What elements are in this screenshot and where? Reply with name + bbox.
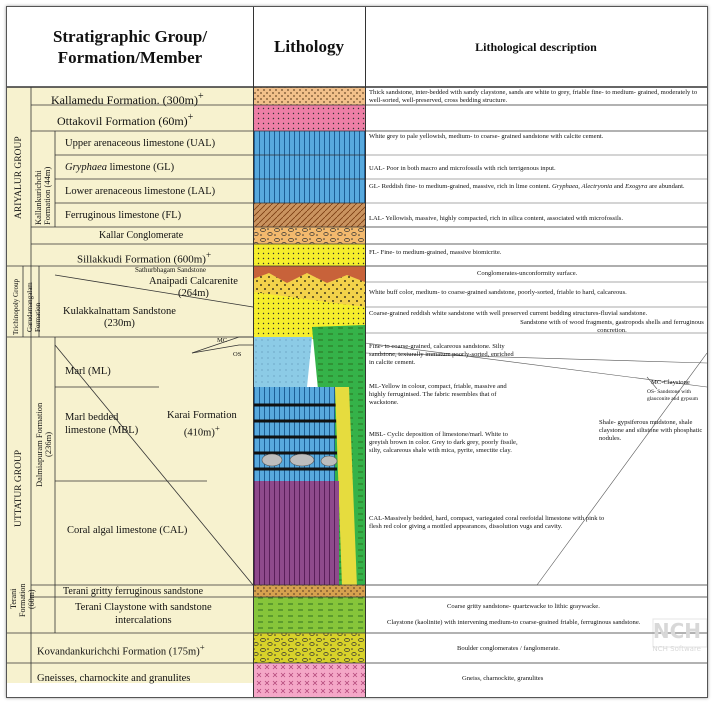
desc-shale: Shale- gypsiferous mudstone, shale clays…	[599, 419, 703, 442]
lithology-column-header: Lithology	[274, 37, 344, 56]
unit-fl: Ferruginous limestone (FL)	[65, 210, 182, 221]
unit-karai-line1: Karai Formation	[167, 410, 237, 421]
desc-lal: LAL- Yellowish, massive, highly compacte…	[369, 215, 623, 222]
unit-terani-claystone-line2: intercalations	[115, 615, 172, 626]
stratigraphy-header-line1: Stratigraphic Group/	[52, 27, 208, 46]
unit-cal: Coral algal limestone (CAL)	[67, 525, 188, 536]
unit-terani-claystone: Terani Claystone with sandstone intercala…	[75, 601, 212, 627]
unit-anaipadi-line2: (264m)	[178, 288, 209, 299]
unit-gl-rest: limestone (GL)	[107, 162, 175, 173]
desc-gl: GL- Reddish fine- to medium-grained, mas…	[369, 183, 703, 191]
group-uttatur: UTTATUR GROUP	[14, 449, 24, 527]
desc-terani-gritty: Coarse gritty sandstone- quartzwacke to …	[447, 603, 600, 610]
unit-gl: Gryphaea limestone (GL)	[65, 162, 174, 174]
unit-terani-gritty: Terani gritty ferruginous sandstone	[63, 586, 204, 597]
watermark-logo-text: NCH	[652, 619, 701, 643]
desc-anaipadi: White buff color, medium- to coarse-grai…	[369, 289, 627, 296]
unit-ual: Upper arenaceous limestone (UAL)	[65, 138, 216, 149]
unit-ottakovil-dagger: +	[187, 112, 194, 123]
unit-sillakkudi-dagger: +	[205, 250, 212, 260]
divider-lithology-right	[365, 7, 366, 697]
desc-gl-part3: and	[612, 183, 626, 190]
lithology-graphics	[7, 86, 707, 697]
desc-os-sandstone: OS- Sandstone with glauconite and gypsum	[647, 389, 699, 402]
desc-kallamedu: Thick sandstone, inter-bedded with sandy…	[369, 89, 698, 104]
unit-karai: Karai Formation (410m)+	[167, 410, 237, 440]
unit-gneisses: Gneisses, charnockite and granulites	[37, 673, 191, 684]
unit-ottakovil: Ottakovil Formation (60m)+	[57, 111, 193, 128]
group-terani-name: Terani	[9, 588, 18, 609]
watermark-text: NCH Software	[652, 645, 701, 653]
unit-anaipadi: Anaipadi Calcarenite(264m)	[149, 276, 238, 300]
unit-terani-claystone-line1: Terani Claystone with sandstone	[75, 602, 212, 613]
desc-ml: ML-Yellow in colour, compact, friable, m…	[369, 383, 507, 406]
unit-kallamedu-label: Kallamedu Formation. (300m)	[51, 93, 198, 107]
unit-lal: Lower arenaceous limestone (LAL)	[65, 186, 216, 197]
group-garudamangalam-name: Garudamangalam	[26, 282, 34, 332]
desc-gneisses: Gneiss, charnockite, granulites	[462, 675, 544, 682]
group-garudamangalam-sub: Formation	[34, 302, 42, 332]
desc-kulakkalnattam: Coarse-grained reddish white sandstone w…	[369, 310, 648, 317]
unit-mbl-line2: limestone (MBL)	[65, 425, 139, 436]
divider-lithology-left	[253, 7, 254, 697]
unit-karai-line2: (410m)	[183, 427, 215, 439]
stratigraphy-column-header: Stratigraphic Group/Formation/Member	[7, 7, 253, 87]
unit-os: OS	[233, 351, 242, 358]
unit-gl-italic: Gryphaea	[65, 162, 107, 173]
desc-gl-part4: Exogyra	[625, 183, 648, 190]
unit-kulakkalnattam-line2: (230m)	[103, 318, 135, 329]
watermark-logo	[652, 618, 707, 648]
unit-ottakovil-label: Ottakovil Formation (60m)	[57, 114, 188, 128]
unit-anaipadi-line1: Anaipadi Calcarenite	[149, 276, 238, 287]
unit-kovandankurichchi-label: Kovandankurichchi Formation (175m)	[37, 646, 200, 658]
group-ariyalur: ARIYALUR GROUP	[14, 136, 24, 219]
unit-mbl-line1: Marl bedded	[65, 412, 119, 423]
unit-karai-dagger: +	[214, 423, 220, 433]
unit-sillakkudi-label: Sillakkudi Formation (600m)	[77, 253, 206, 266]
group-kallankurichchi-thickness: Formation (44m)	[42, 166, 52, 225]
desc-wood: Sandstone with of wood fragments, gastro…	[520, 319, 704, 334]
desc-cal: CAL-Massively bedded, hard, compact, var…	[369, 515, 605, 530]
group-dalmiapuram: Dalmiapuram Formation(236m)	[34, 403, 53, 487]
unit-marl: Marl (ML)	[65, 366, 111, 377]
desc-karai-sandstone: Fine- to coarse-grained, calcareous sand…	[369, 343, 514, 366]
unit-kallar: Kallar Conglomerate	[99, 230, 184, 241]
unit-kulakkalnattam-line1: Kulakkalnattam Sandstone	[63, 306, 176, 317]
group-terani-thickness: (60m)	[27, 589, 36, 609]
unit-mc: MC	[217, 337, 228, 344]
desc-mbl: MBL- Cyclic deposition of limestone/marl…	[369, 431, 518, 454]
unit-kallamedu: Kallamedu Formation. (300m)+	[51, 90, 204, 107]
unit-kovandankurichchi: Kovandankurichchi Formation (175m)+	[37, 641, 205, 659]
group-trichinopoly: Trichinopoly Group	[12, 279, 20, 335]
desc-ottakovil: White grey to pale yellowish, medium- to…	[369, 133, 604, 140]
stratigraphy-header-line2: Formation/Member	[57, 48, 203, 67]
stratigraphic-chart: Stratigraphic Group/Formation/Member Lit…	[6, 6, 708, 698]
group-dalmiapuram-thickness: (236m)	[43, 431, 53, 457]
desc-mc-claystone: MC-Claystone	[651, 379, 690, 386]
unit-sillakkudi: Sillakkudi Formation (600m)+	[77, 249, 211, 266]
group-terani-formation: Formation	[18, 583, 27, 617]
desc-gl-part5: are abundant.	[647, 183, 685, 190]
unit-kallamedu-dagger: +	[197, 91, 204, 102]
desc-terani-claystone: Claystone (kaolinite) with intervening m…	[387, 619, 641, 626]
desc-fl: FL- Fine- to medium-grained, massive bio…	[369, 249, 502, 256]
unit-mbl: Marl bedded limestone (MBL)	[65, 411, 138, 437]
unit-kovandankurichchi-dagger: +	[199, 642, 205, 652]
unit-sathurbhagam: Sathurbhagam Sandstone	[135, 266, 206, 274]
desc-gl-part1: GL- Reddish fine- to medium-grained, mas…	[369, 183, 552, 190]
description-column-header: Lithological description	[475, 39, 597, 54]
unit-kulakkalnattam: Kulakkalnattam Sandstone(230m)	[63, 306, 176, 330]
desc-conglomerates: Conglomerates-unconformity surface.	[477, 270, 578, 277]
desc-gl-part2: Gryphaea, Alectryonia	[551, 183, 613, 190]
desc-kovandankurichchi: Boulder conglomerates / fanglomerate.	[457, 645, 560, 652]
desc-ual: UAL- Poor in both macro and microfossils…	[369, 165, 556, 172]
